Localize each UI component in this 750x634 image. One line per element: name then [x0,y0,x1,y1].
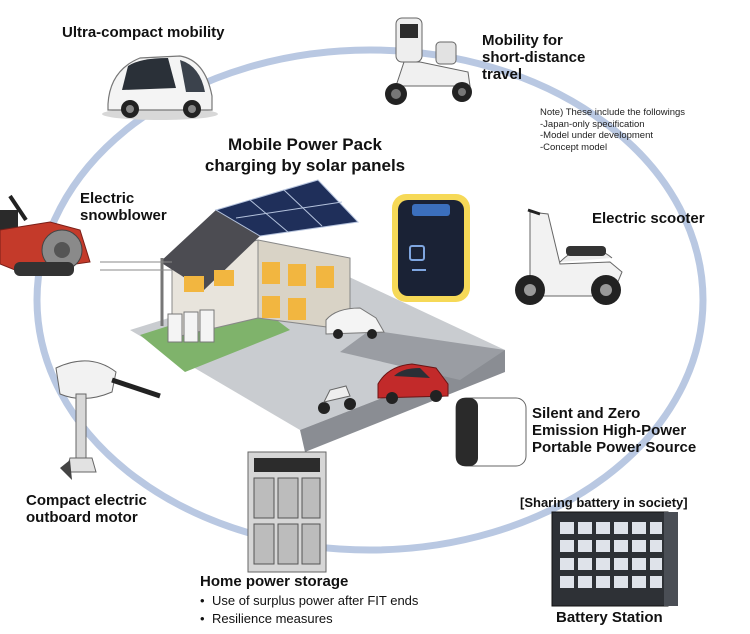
home-storage-bullets: •Use of surplus power after FIT ends •Re… [200,592,418,628]
label-line: Portable Power Source [532,439,697,456]
label-sharing-battery: [Sharing battery in society] [520,495,688,510]
label-line: Electric [80,190,135,207]
label-battery-station: Battery Station [556,609,663,626]
note-line: -Model under development [540,130,654,141]
center-title-line: Mobile Power Pack [228,135,382,154]
note-block: Note) These include the followings -Japa… [540,107,685,153]
center-title: Mobile Power Pack charging by solar pane… [160,134,450,176]
label-line: outboard motor [26,509,138,526]
label-line: Mobility for [482,32,563,49]
label-ultra-compact-mobility: Ultra-compact mobility [62,24,225,41]
label-line: Emission High-Power [532,422,687,439]
label-line: travel [482,66,523,83]
label-line: Silent and Zero [532,405,641,422]
note-line: -Japan-only specification [540,118,645,130]
note-line: Note) These include the followings [540,107,686,118]
ultra-compact-car-icon [102,55,218,120]
battery-station-icon [551,511,678,607]
label-portable-power-source: Silent and Zero Emission High-Power Port… [532,405,696,456]
bullet-item: •Resilience measures [200,611,333,626]
label-electric-snowblower: Electric snowblower [80,190,167,224]
label-short-distance-mobility: Mobility for short-distance travel [482,32,585,83]
label-electric-scooter: Electric scooter [592,210,705,227]
label-home-power-storage: Home power storage [200,573,349,590]
note-line: -Concept model [540,141,608,153]
label-outboard-motor: Compact electric outboard motor [26,492,147,526]
label-line: snowblower [80,207,167,224]
portable-power-source-icon [455,397,527,467]
three-wheel-mobility-icon [385,17,472,105]
home-storage-cabinet-icon [247,451,327,573]
solar-house-icon [100,179,505,452]
electric-scooter-icon [515,208,623,305]
ecosystem-ring [33,46,707,554]
mobile-power-pack-icon [392,194,470,302]
label-line: Compact electric [26,492,147,509]
center-title-line: charging by solar panels [204,156,406,175]
bullet-text: Resilience measures [212,611,333,626]
snowblower-icon [0,194,91,276]
outboard-motor-icon [55,360,161,480]
label-line: short-distance [482,49,586,66]
bullet-item: •Use of surplus power after FIT ends [200,593,419,608]
bullet-text: Use of surplus power after FIT ends [212,593,419,608]
